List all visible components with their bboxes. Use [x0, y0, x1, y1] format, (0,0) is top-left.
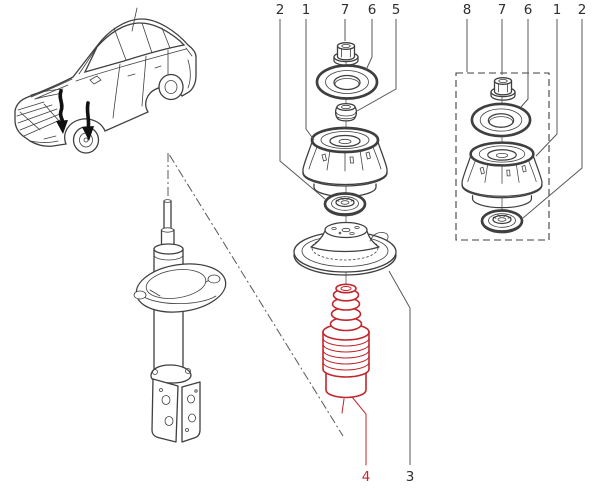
strut-bracket-hole	[188, 413, 196, 423]
callout-top-7[interactable]: 7	[341, 2, 350, 18]
upper-washer-part	[315, 64, 379, 100]
strut-clamp-bolt-left	[152, 369, 158, 375]
strut-support-mount-part	[301, 126, 389, 198]
leader-top-5	[356, 19, 397, 112]
callout-bottom-3[interactable]: 3	[406, 469, 415, 485]
callout-kit-6[interactable]: 6	[524, 2, 533, 18]
bump-stop-part-highlighted[interactable]	[322, 283, 370, 414]
leader-bottom-3	[388, 270, 411, 465]
car-grille-lines	[16, 101, 61, 143]
strut-clamp-bolt-right	[185, 368, 191, 374]
strut-body-collar-line	[153, 254, 184, 261]
projection-line-diagonal	[169, 154, 344, 437]
callout-top-5[interactable]: 5	[392, 2, 401, 18]
location-arrow-wheel-head	[82, 126, 94, 141]
leader-kit-6	[520, 19, 529, 108]
car-front-hub	[83, 137, 89, 143]
kit-rod-nut-part	[490, 77, 516, 101]
strut-bracket-plate-right	[181, 381, 201, 443]
strut-rod-step-top	[161, 227, 174, 233]
car-rear-wheel	[158, 73, 184, 101]
leader-top-6	[365, 19, 373, 71]
strut-assembly	[133, 199, 227, 443]
strut-rod-top	[163, 199, 172, 203]
location-arrow-hood-head	[56, 120, 68, 134]
strut-bracket-hole	[187, 394, 195, 404]
callout-kit-7[interactable]: 7	[498, 2, 507, 18]
car-illustration	[14, 7, 197, 154]
car-windshield-line	[78, 49, 96, 75]
strut-bracket-hole	[164, 416, 174, 426]
car-c-pillar	[141, 22, 153, 54]
rod-nut-part	[333, 42, 359, 66]
car-door-handles	[127, 65, 162, 77]
strut-body-collar	[153, 243, 184, 255]
location-arrow-hood	[58, 89, 65, 125]
leader-top-2	[279, 19, 326, 200]
callout-labels: 2 1 7 6 5 8 7 6 1 2 4 3	[276, 2, 587, 485]
kit-strut-support-mount-part	[460, 141, 544, 209]
callout-kit-2[interactable]: 2	[578, 2, 587, 18]
callout-top-6[interactable]: 6	[368, 2, 377, 18]
leader-kit-1	[535, 19, 558, 157]
strut-spring-seat-inner	[145, 269, 207, 299]
car-quarter-pillar	[161, 27, 171, 49]
spring-seat-plate-part	[293, 221, 397, 276]
car-hood-creases	[30, 78, 73, 100]
callout-top-2[interactable]: 2	[276, 2, 285, 18]
car-mirror	[89, 75, 102, 85]
car-b-pillar	[113, 27, 127, 61]
strut-bracket-dot	[159, 388, 163, 392]
leader-bottom-4	[351, 396, 367, 466]
strut-spring-seat	[135, 263, 227, 313]
callout-kit-1[interactable]: 1	[553, 2, 562, 18]
spacer-bushing-part	[334, 102, 358, 122]
callout-kit-8[interactable]: 8	[463, 2, 472, 18]
leader-lines	[279, 19, 583, 466]
strut-seat-clamp-right	[207, 274, 221, 284]
car-beltline	[75, 48, 187, 82]
leader-kit-2	[522, 19, 583, 219]
car-rear-wheel-rim	[164, 80, 178, 94]
kit-bearing-part	[480, 209, 524, 235]
car-rear-details	[185, 47, 193, 89]
strut-rod	[163, 200, 172, 230]
strut-seat-clamp-left	[133, 290, 147, 300]
location-arrow-wheel	[85, 101, 91, 131]
car-body-outline	[14, 18, 197, 147]
callout-bottom-4[interactable]: 4	[362, 469, 371, 485]
strut-bracket-hole	[161, 395, 171, 405]
strut-bracket-dot	[194, 389, 198, 393]
kit-upper-washer-part	[470, 102, 532, 138]
strut-bracket-dot	[185, 428, 189, 432]
bearing-part	[323, 192, 367, 218]
leader-top-1	[305, 19, 315, 141]
car-greenhouse	[83, 22, 186, 74]
callout-top-1[interactable]: 1	[302, 2, 311, 18]
strut-bracket-plate-left	[151, 378, 179, 443]
